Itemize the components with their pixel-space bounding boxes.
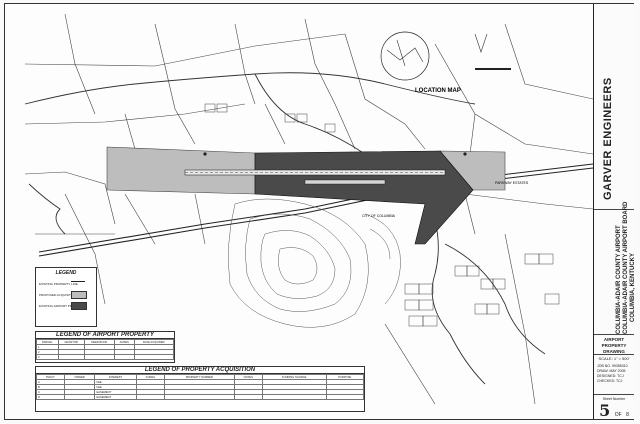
legend-box: LEGEND EXISTING PROPERTY LINE PROPOSED A… <box>35 267 97 327</box>
taxiway <box>304 179 386 185</box>
title-block: GARVER ENGINEERS COLUMBIA-ADAIR COUNTY A… <box>593 4 636 421</box>
legend-swatch-line <box>71 281 85 282</box>
acquisition-table-title: LEGEND OF PROPERTY ACQUISITION <box>36 367 364 374</box>
map-drawing: LOCATION MAP CITY OF COLUMBIA PARKWAY ES… <box>24 13 594 405</box>
airport-property <box>254 150 474 245</box>
golf-course-contours <box>228 198 401 328</box>
firm-name: GARVER ENGINEERS <box>602 77 614 200</box>
subdivision-lots <box>204 103 560 327</box>
location-map-label: LOCATION MAP <box>415 88 461 94</box>
marker-point <box>203 152 207 156</box>
legend-item: EXISTING AIRPORT PROPERTY <box>39 304 85 308</box>
drawing-meta: JOB NO. 99355310 DRAW: MAY 2005 DESIGNED… <box>597 364 628 383</box>
marker-point <box>463 152 467 156</box>
legend-swatch-light <box>71 291 87 299</box>
property-acquisition-table: LEGEND OF PROPERTY ACQUISITION TRACT OWN… <box>35 366 365 412</box>
project-location: COLUMBIA, KENTUCKY <box>630 253 636 322</box>
table-row: 3 <box>36 354 174 360</box>
legend-item: EXISTING PROPERTY LINE <box>39 282 78 286</box>
legend-item: PROPOSED ACQUISITION <box>39 293 77 297</box>
legend-swatch-dark <box>71 302 87 310</box>
sheet-number: 5 <box>599 401 611 420</box>
drawing-title: AIRPORT PROPERTY DRAWING <box>601 337 627 354</box>
sheet-total: 8 <box>626 412 629 418</box>
airport-property-table-title: LEGEND OF AIRPORT PROPERTY <box>36 332 174 339</box>
sheet-of: OF <box>614 412 622 418</box>
sheet-number-block: Sheet Number 5 OF 8 <box>596 397 632 421</box>
sheet-number-label: Sheet Number <box>602 397 626 401</box>
legend-title: LEGEND <box>55 270 77 276</box>
drawing-scale: SCALE: 1" = 500' <box>598 356 630 361</box>
property-lines <box>24 13 594 405</box>
project-owner: COLUMBIA-ADAIR COUNTY AIRPORT BOARD <box>623 201 629 334</box>
site-map: LOCATION MAP CITY OF COLUMBIA PARKWAY ES… <box>5 4 594 419</box>
region-label: PARKWAY ESTATES <box>495 181 529 185</box>
airport-property-table: LEGEND OF AIRPORT PROPERTY PARCEL GRANTO… <box>35 331 175 363</box>
drawing-sheet: LOCATION MAP CITY OF COLUMBIA PARKWAY ES… <box>4 3 636 421</box>
location-map-inset: LOCATION MAP <box>380 31 511 94</box>
project-name: COLUMBIA-ADAIR COUNTY AIRPORT <box>616 225 622 334</box>
city-label: CITY OF COLUMBIA <box>362 214 396 218</box>
